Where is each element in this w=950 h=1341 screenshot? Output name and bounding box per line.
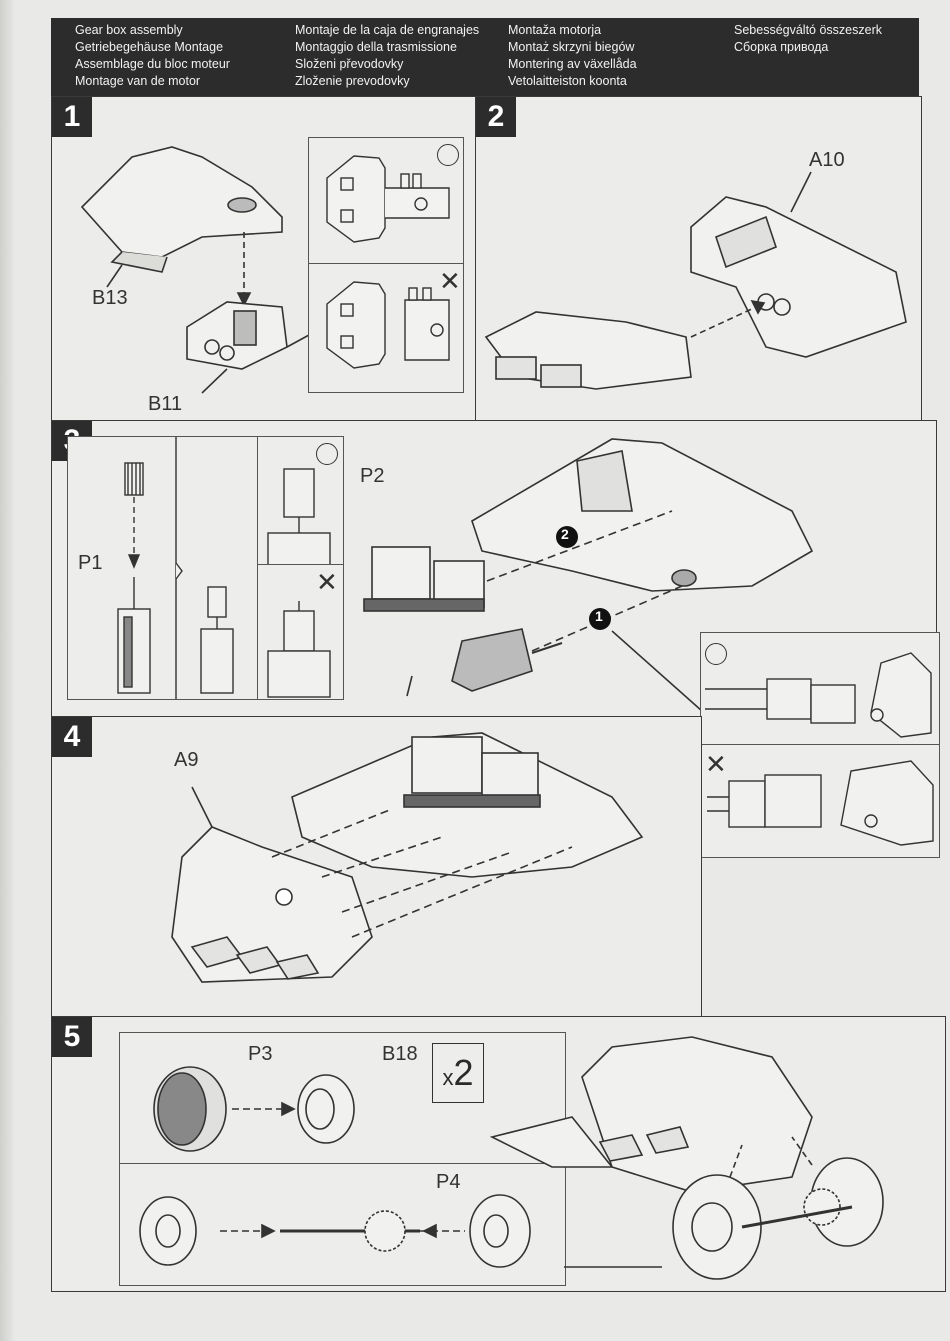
header-text: Montaggio della trasmissione [295,40,457,54]
motor-install-illustration [363,438,814,712]
chassis-joining-illustration [484,171,907,390]
header-text: Montaż skrzyni biegów [508,40,635,54]
wire-correct-illustration [705,652,932,738]
wrong-mark-icon: ✕ [439,266,461,296]
quantity-badge: x2 [432,1043,484,1103]
header-text: Сборка привода [734,40,829,54]
header-col-3: Montaža motorja Montaż skrzyni biegów Mo… [508,22,637,90]
part-label-b18: B18 [382,1043,418,1065]
step-1-panel: 1 B13 B11 ✕ [51,96,477,422]
step-number: 2 [476,97,516,137]
wire-wrong-box: ✕ [700,744,940,858]
wrong-mark-icon: ✕ [705,749,727,779]
page-binding-edge [0,0,14,1341]
pinion-correct-illustration [267,468,331,566]
part-label-a10: A10 [809,149,845,171]
wrong-orientation-box: ✕ [308,263,464,393]
quantity-count: 2 [453,1052,474,1093]
step-2-panel: 2 A10 [475,96,922,422]
gear-wrong-illustration [326,281,450,369]
pinion-correct-box [257,436,344,566]
body-attach-illustration [171,732,644,983]
wrong-mark-icon: ✕ [316,567,338,597]
pinion-wrong-illustration [267,601,331,698]
step-number: 5 [52,1017,92,1057]
correct-orientation-box [308,137,464,265]
part-label-p4: P4 [436,1171,461,1193]
wire-wrong-illustration [707,760,934,846]
header-text: Sebességváltó összeszerk [734,23,882,37]
header-text: Montaje de la caja de engranajes [295,23,480,37]
step-4-panel: 4 A9 [51,716,702,1018]
step-callout-2: 2 [561,526,569,542]
pinion-wrong-box: ✕ [257,564,344,700]
header-text: Assemblage du bloc moteur [75,57,230,71]
header-text: Zloženie prevodovky [295,74,410,88]
part-label-b11: B11 [148,393,183,415]
correct-mark-icon [437,144,459,166]
part-label-a9: A9 [174,749,199,771]
car-wheels-illustration [489,1036,884,1280]
header-text: Složeni převodovky [295,57,404,71]
header-text: Vetolaitteiston koonta [508,74,627,88]
correct-mark-icon [316,443,338,465]
step-number: 4 [52,717,92,757]
step-5-panel: 5 P3 B18 P4 x2 [51,1016,946,1292]
times-sign: x [442,1065,454,1090]
header-text: Montage van de motor [75,74,201,88]
header-col-4: Sebességváltó összeszerk Сборка привода [734,22,882,56]
header-text: Montaža motorja [508,23,602,37]
part-label-b13: B13 [92,287,128,309]
header-col-2: Montaje de la caja de engranajes Montagg… [295,22,479,90]
part-label-p3: P3 [248,1043,273,1065]
header-text: Getriebegehäuse Montage [75,40,224,54]
header-col-1: Gear box assembly Getriebegehäuse Montag… [75,22,230,90]
gear-correct-illustration [326,155,450,243]
wire-correct-box [700,632,940,746]
part-label-p2: P2 [360,465,385,487]
header-banner: Gear box assembly Getriebegehäuse Montag… [51,18,919,96]
header-text: Gear box assembly [75,23,183,37]
step-callout-1: 1 [595,608,603,624]
correct-mark-icon [705,643,727,665]
header-text: Montering av växellåda [508,57,637,71]
divider [120,1163,565,1164]
wheel-parts-illustration [139,1066,531,1268]
gearbox-illustration [80,146,310,394]
wheel-assembly-box: P3 B18 P4 x2 [119,1032,566,1286]
part-label-p1: P1 [78,552,103,574]
step-number: 1 [52,97,92,137]
